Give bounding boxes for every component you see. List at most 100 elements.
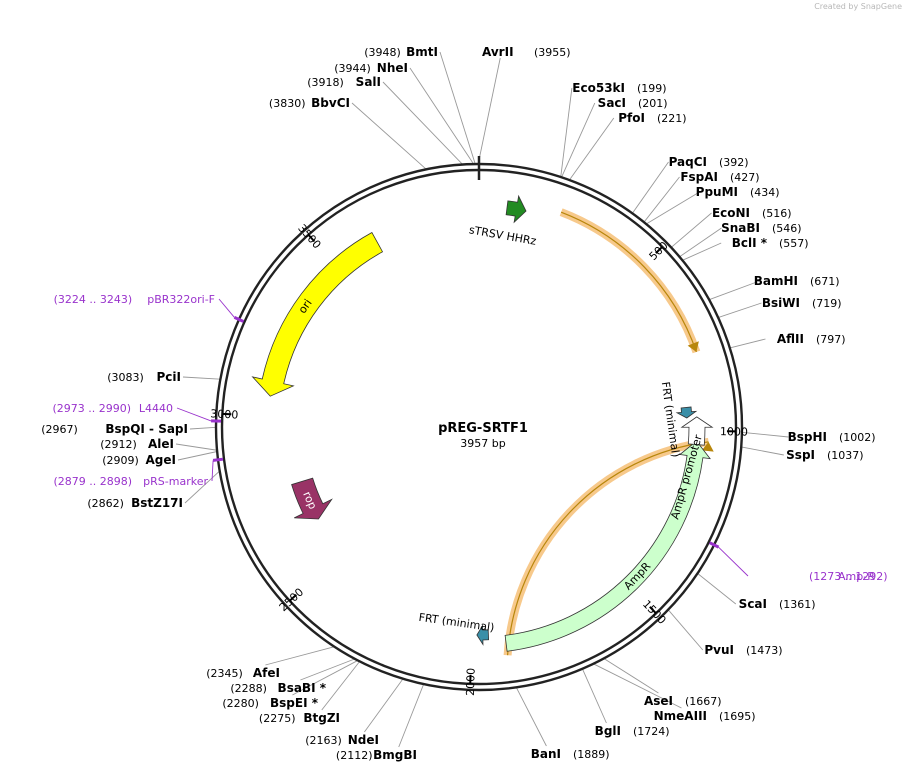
- site-pos-sspi: (1037): [827, 449, 864, 462]
- site-bstz17i: BstZ17I: [131, 496, 183, 510]
- leader-eco53ki: [560, 87, 573, 178]
- leader-nhei: [409, 67, 474, 165]
- site-asei: AseI: [644, 694, 673, 708]
- site-pos-bsabi: (2288): [230, 682, 267, 695]
- l4440-leader: [176, 407, 212, 422]
- leader-bsabi: [300, 658, 356, 681]
- amp-r-mark: [708, 541, 720, 549]
- site-pos-bani: (1889): [573, 748, 610, 761]
- leader-saci: [561, 102, 596, 178]
- strsv-hhrz-arrow: [505, 194, 527, 224]
- site-bcli: BclI *: [732, 236, 768, 250]
- site-pos-bspei: (2280): [222, 697, 259, 710]
- orf-arrowhead-1: [687, 341, 699, 352]
- site-paqci: PaqCI: [669, 155, 707, 169]
- leader-paqci: [631, 161, 669, 214]
- site-pos-saci: (201): [638, 97, 668, 110]
- site-pos-bstz17i: (2862): [87, 497, 124, 510]
- site-alei: AleI: [148, 437, 174, 451]
- site-nhei: NheI: [377, 61, 408, 75]
- site-pos-bmti: (3948): [364, 46, 401, 59]
- leader-snabi: [679, 227, 722, 258]
- tick-3500: [307, 234, 316, 243]
- leader-sali: [382, 81, 464, 165]
- tick-500: [655, 246, 663, 254]
- tick-1500: [649, 606, 657, 615]
- leader-ppumi: [646, 191, 700, 225]
- leader-asei: [603, 658, 659, 694]
- site-econi: EcoNI: [712, 206, 750, 220]
- site-saci: SacI: [598, 96, 626, 110]
- ampr-arrow: [504, 440, 711, 652]
- ampr-promoter-arrow: [680, 416, 714, 446]
- site-avrii: AvrII: [482, 45, 514, 59]
- site-bbvci: BbvCI: [311, 96, 350, 110]
- site-pos-afei: (2345): [206, 667, 243, 680]
- rop-arrow: [291, 477, 333, 520]
- ori-arrow: [251, 231, 384, 397]
- leader-ndei: [364, 678, 404, 733]
- leader-sspi: [741, 446, 784, 456]
- site-pos-alei: (2912): [100, 438, 137, 451]
- prs-marker-mark: [212, 457, 224, 462]
- site-pos-paqci: (392): [719, 156, 749, 169]
- site-scai: ScaI: [739, 597, 767, 611]
- site-nmeaiii: NmeAIII: [654, 709, 707, 723]
- pbr322ori-f-mark: [233, 316, 245, 323]
- leader-fspai: [643, 176, 680, 223]
- site-pos-bgli: (1724): [633, 725, 670, 738]
- tick-label-3000: 3000: [210, 407, 239, 421]
- site-pos-btgzi: (2275): [259, 712, 296, 725]
- leader-btgzi: [321, 661, 361, 711]
- amp-r-leader: [718, 546, 749, 577]
- site-pos-ppumi: (434): [750, 186, 780, 199]
- site-pos-pfoi: (221): [657, 112, 687, 125]
- site-pos-bmgbi: (2112): [336, 749, 373, 762]
- tick-label-2000: 2000: [464, 668, 478, 696]
- leader-alei: [175, 443, 218, 451]
- site-sspi: SspI: [786, 448, 815, 462]
- site-bspei: BspEI *: [270, 696, 319, 710]
- plasmid-size: 3957 bp: [460, 437, 505, 450]
- pbr322ori-f-leader: [218, 298, 235, 318]
- leader-bbvci: [351, 102, 427, 170]
- site-pvui: PvuI: [704, 643, 734, 657]
- site-pfoi: PfoI: [618, 111, 645, 125]
- site-pos-aflii: (797): [816, 333, 846, 346]
- site-pos-nmeaiii: (1695): [719, 710, 756, 723]
- site-pos-asei: (1667): [685, 695, 722, 708]
- leader-bspei: [292, 660, 359, 696]
- site-pos-bcli: (557): [779, 237, 809, 250]
- strsv-hhrz-label: sTRSV HHRz: [468, 223, 538, 248]
- amp-r-name: Amp-R: [838, 570, 875, 583]
- site-bmti: BmtI: [406, 45, 438, 59]
- plasmid-name: pREG-SRTF1: [438, 421, 528, 436]
- site-pos-agei: (2909): [102, 454, 139, 467]
- site-bspqi-sapi: BspQI - SapI: [105, 422, 188, 436]
- primers: pBR322ori-F(3224 .. 3243)L4440(2973 .. 2…: [52, 293, 887, 583]
- leader-scai: [697, 573, 737, 605]
- site-pos-snabi: (546): [772, 222, 802, 235]
- site-pos-ndei: (2163): [305, 734, 342, 747]
- orf-line-1: [560, 211, 697, 353]
- site-pos-bsiwi: (719): [812, 297, 842, 310]
- leader-afei: [265, 646, 335, 666]
- leader-bmti: [439, 51, 476, 165]
- site-bgli: BglI: [595, 724, 621, 738]
- prs-marker-leader: [211, 460, 214, 482]
- l4440-range: (2973 .. 2990): [52, 402, 131, 415]
- leader-aflii: [729, 338, 766, 349]
- frt-minimal-arrow: [476, 624, 490, 646]
- leader-bamhi: [708, 280, 760, 301]
- tick-2500: [289, 593, 297, 602]
- site-pcii: PciI: [157, 370, 182, 384]
- site-eco53ki: Eco53kI: [572, 81, 625, 95]
- leader-agei: [177, 451, 218, 461]
- leader-bcli: [682, 242, 722, 261]
- leader-avrii: [477, 57, 501, 165]
- leader-bmgbi: [398, 683, 425, 748]
- orf-line-2: [506, 441, 709, 656]
- site-pos-scai: (1361): [779, 598, 816, 611]
- site-sali: SalI: [356, 75, 381, 89]
